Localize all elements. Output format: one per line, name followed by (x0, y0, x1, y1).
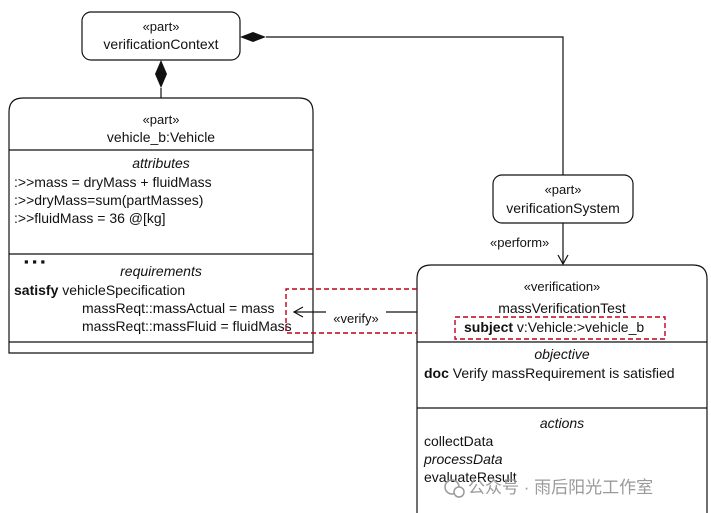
vehicle-name: vehicle_b:Vehicle (107, 129, 215, 145)
attributes-compartment-title: attributes (132, 155, 190, 171)
satisfy-target: vehicleSpecification (58, 282, 185, 298)
objective-compartment-title: objective (534, 346, 589, 362)
subject-keyword: subject (464, 319, 513, 335)
mass-test-name: massVerificationTest (498, 300, 626, 316)
verify-label: «verify» (333, 311, 379, 326)
wechat-icon-secondary (453, 486, 465, 498)
verification-context-name: verificationContext (103, 36, 218, 52)
composition-context-vehicle[interactable] (155, 60, 167, 98)
doc-text: Verify massRequirement is satisfied (449, 365, 675, 381)
mass-verification-test-block[interactable]: «verification» massVerificationTest subj… (416, 264, 708, 513)
satisfy-line: satisfy vehicleSpecification (14, 282, 185, 298)
subject-line: subject v:Vehicle:>vehicle_b (464, 319, 644, 335)
verification-system-block[interactable]: «part» verificationSystem (492, 174, 634, 224)
watermark: 公众号 · 雨后阳光工作室 (444, 478, 653, 498)
composition-diamond-icon (155, 60, 167, 88)
requirement-mass-fluid: massReqt::massFluid = fluidMass (82, 318, 292, 334)
composition-line (266, 36, 564, 175)
verification-system-stereotype: «part» (545, 182, 582, 197)
subject-highlight-box (454, 316, 666, 340)
vehicle-frame (8, 97, 314, 354)
composition-diamond-icon (240, 32, 266, 42)
subject-value: v:Vehicle:>vehicle_b (513, 319, 644, 335)
doc-line: doc Verify massRequirement is satisfied (424, 365, 675, 381)
doc-keyword: doc (424, 365, 449, 381)
verification-context-stereotype: «part» (143, 19, 180, 34)
action-collect-data: collectData (424, 433, 493, 449)
verify-highlight-box (285, 288, 417, 334)
mass-test-frame (416, 264, 708, 513)
ellipsis-icon: ▪ ▪ ▪ (24, 254, 45, 269)
watermark-text: 公众号 · 雨后阳光工作室 (468, 478, 653, 497)
vehicle-stereotype: «part» (143, 112, 180, 127)
verify-relation[interactable]: «verify» (292, 306, 417, 327)
vehicle-block[interactable]: «part» vehicle_b:Vehicle attributes :>>m… (8, 97, 314, 354)
perform-label: «perform» (490, 235, 549, 250)
verification-system-name: verificationSystem (506, 200, 620, 216)
verification-context-block[interactable]: «part» verificationContext (81, 11, 241, 61)
verify-label-background (326, 309, 386, 327)
actions-compartment-title: actions (540, 415, 584, 431)
perform-relation[interactable]: «perform» (490, 223, 569, 266)
satisfy-keyword: satisfy (14, 282, 59, 298)
attribute-dry-mass: :>>dryMass=sum(partMasses) (14, 192, 203, 208)
requirements-compartment-title: requirements (120, 263, 202, 279)
mass-test-stereotype: «verification» (524, 279, 601, 294)
composition-context-system[interactable] (240, 32, 564, 175)
requirement-mass-actual: massReqt::massActual = mass (82, 300, 275, 316)
attribute-fluid-mass: :>>fluidMass = 36 @[kg] (14, 210, 166, 226)
attribute-mass: :>>mass = dryMass + fluidMass (14, 174, 212, 190)
action-process-data: processData (423, 451, 503, 467)
